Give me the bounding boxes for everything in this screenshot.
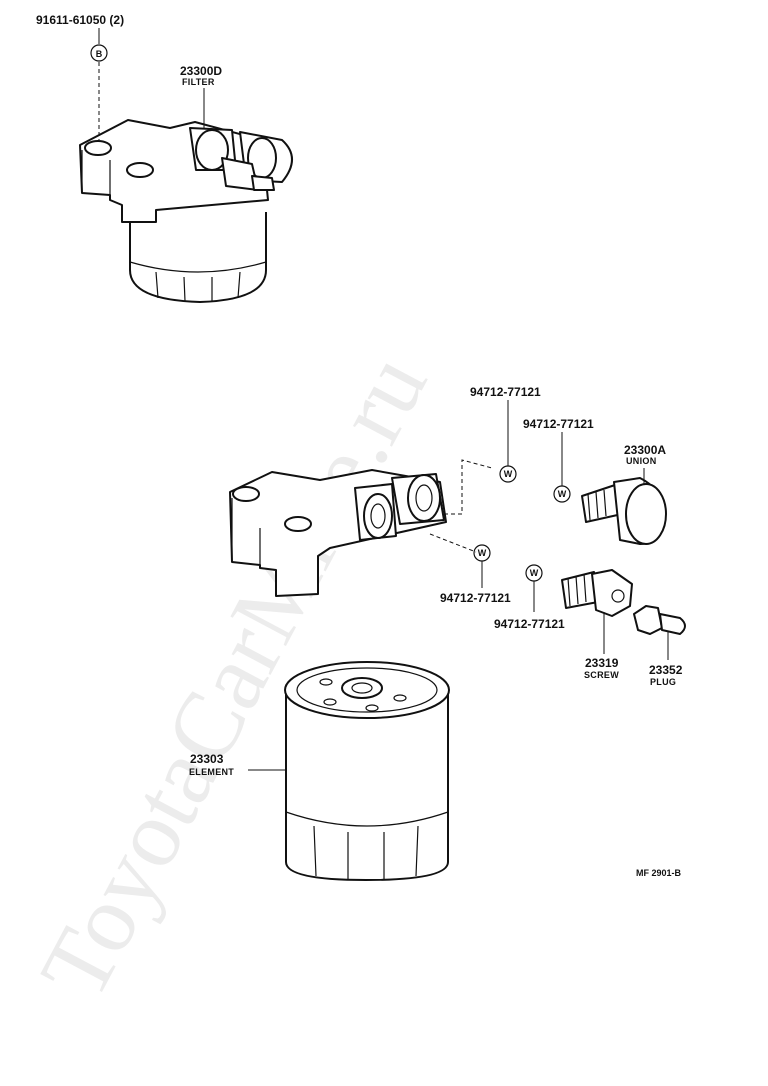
washer-1-part-number: 94712-77121	[470, 385, 541, 399]
filter-part-number: 23300D	[180, 64, 222, 78]
washer-1-symbol-circle	[499, 465, 517, 483]
union-drawing	[581, 477, 667, 545]
washer-3-symbol: W	[478, 548, 487, 558]
screw-name: SCREW	[584, 670, 619, 680]
washer-2-symbol: W	[558, 489, 567, 499]
washer-4-part-number: 94712-77121	[494, 617, 565, 631]
washer-3-part-number: 94712-77121	[440, 591, 511, 605]
union-name: UNION	[626, 456, 657, 466]
washer-2-part-number: 94712-77121	[523, 417, 594, 431]
bolt-symbol-circle	[90, 44, 108, 62]
element-part-number: 23303	[190, 752, 224, 766]
filter-assembly-drawing	[79, 119, 293, 303]
bolt-symbol: B	[96, 49, 103, 59]
element-drawing	[284, 661, 450, 881]
diagram-code: MF 2901-B	[636, 868, 682, 878]
union-part-number: 23300A	[624, 443, 666, 457]
union-port-leader	[444, 459, 493, 515]
filter-bracket-drawing	[229, 469, 447, 597]
washer-4-symbol: W	[530, 568, 539, 578]
screw-part-number: 23319	[585, 656, 619, 670]
screw-port-leader	[429, 533, 477, 553]
filter-name: FILTER	[182, 77, 215, 87]
bolt-part-number: 91611-61050 (2)	[36, 13, 124, 27]
plug-drawing	[633, 605, 686, 635]
washer-2-symbol-circle	[553, 485, 571, 503]
element-name: ELEMENT	[189, 767, 234, 777]
plug-name: PLUG	[650, 677, 676, 687]
washer-1-symbol: W	[504, 469, 513, 479]
plug-part-number: 23352	[649, 663, 683, 677]
screw-drawing	[561, 569, 633, 617]
